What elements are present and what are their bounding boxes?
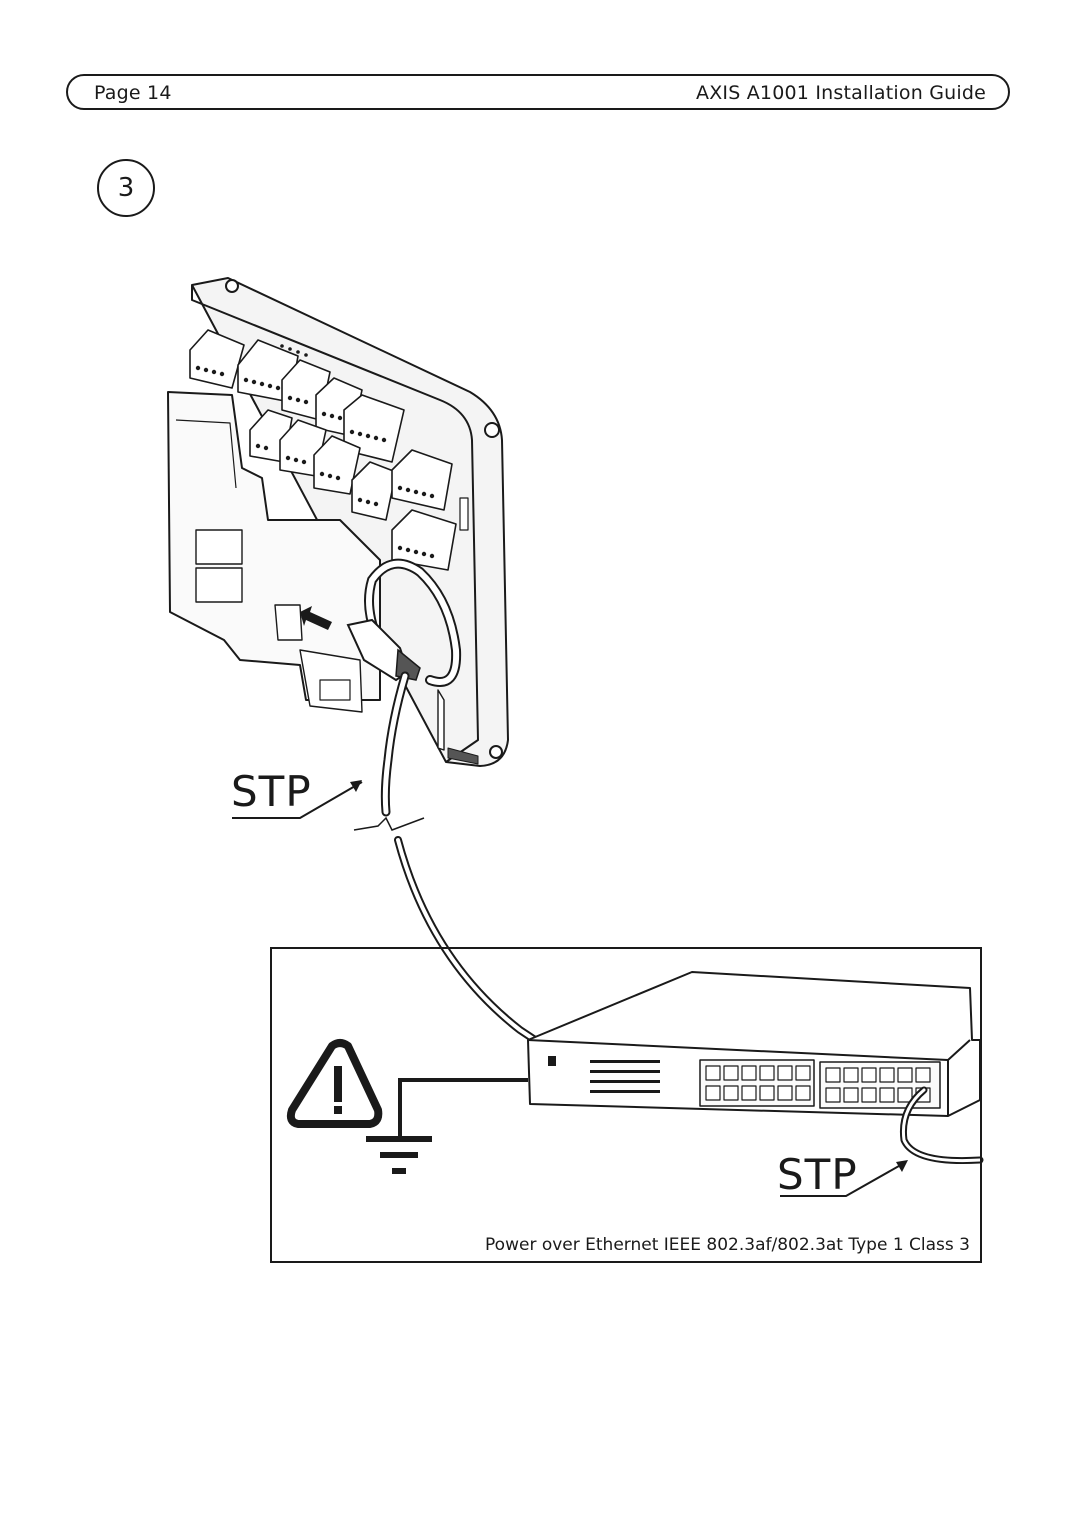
poe-caption: Power over Ethernet IEEE 802.3af/802.3at…: [485, 1235, 970, 1255]
stp-label-top: STP: [231, 767, 312, 816]
guide-title: AXIS A1001 Installation Guide: [696, 82, 986, 104]
stp-label-bottom: STP: [777, 1150, 858, 1199]
page-number: Page 14: [94, 82, 172, 104]
arrow-icon: [300, 606, 332, 630]
cable-break-symbol: [353, 816, 425, 831]
poe-switch: [527, 971, 981, 1117]
ground-symbol-icon: [366, 1136, 432, 1174]
warning-triangle-icon: [286, 1039, 383, 1128]
stp-cable-loop: [346, 558, 462, 817]
ground-wire: [398, 1078, 528, 1138]
stp-pointer-top: [232, 781, 363, 819]
door-controller-device: [167, 277, 509, 767]
page-header: Page 14 AXIS A1001 Installation Guide: [66, 74, 1010, 110]
stp-pointer-bottom: [780, 1161, 907, 1197]
step-number-badge: 3: [97, 159, 155, 217]
poe-switch-frame: Power over Ethernet IEEE 802.3af/802.3at…: [270, 947, 982, 1263]
